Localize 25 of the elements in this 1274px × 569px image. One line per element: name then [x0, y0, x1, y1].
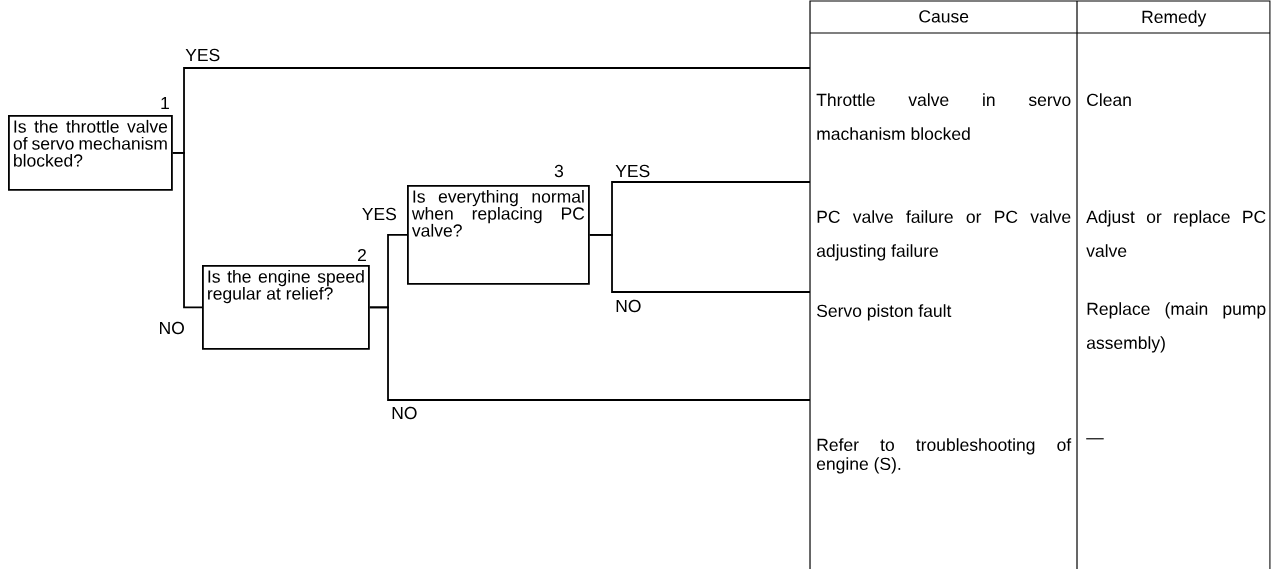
edge-label: YES	[184, 47, 222, 63]
edge-label: NO	[390, 405, 419, 421]
step-number: 3	[554, 164, 564, 178]
question-box: Is the throttle valve of servo mechanism blocked?	[8, 115, 173, 191]
edge-label: NO	[157, 320, 186, 336]
table-cell: Throttle valve in servo machanism blocked	[816, 93, 1071, 141]
connector-line	[588, 234, 811, 293]
table-cell: —	[1086, 438, 1104, 440]
table-cell: Servo piston fault	[817, 304, 952, 321]
table-cell: PC valve failure or PC valve adjusting failure	[816, 210, 1071, 261]
question-box: Is everything normal when replacing PC valve?	[407, 185, 590, 285]
column-header: Remedy	[1142, 10, 1207, 27]
edge-label: NO	[614, 298, 643, 314]
question-box: Is the engine speed regular at relief?	[202, 265, 370, 350]
table-cell: Replace (main pump assembly)	[1086, 302, 1266, 353]
edge-label: YES	[360, 206, 398, 222]
column-header: Cause	[919, 10, 969, 23]
edge-label: YES	[614, 163, 652, 179]
step-number: 1	[161, 96, 169, 109]
connector-line	[171, 152, 203, 309]
connector-line	[368, 306, 811, 401]
step-number: 2	[357, 248, 366, 262]
table-cell: Refer to troubleshooting of engine (S).	[816, 438, 1072, 474]
table-cell: Clean	[1087, 93, 1131, 107]
table-cell: Adjust or replace PC valve	[1086, 210, 1266, 258]
